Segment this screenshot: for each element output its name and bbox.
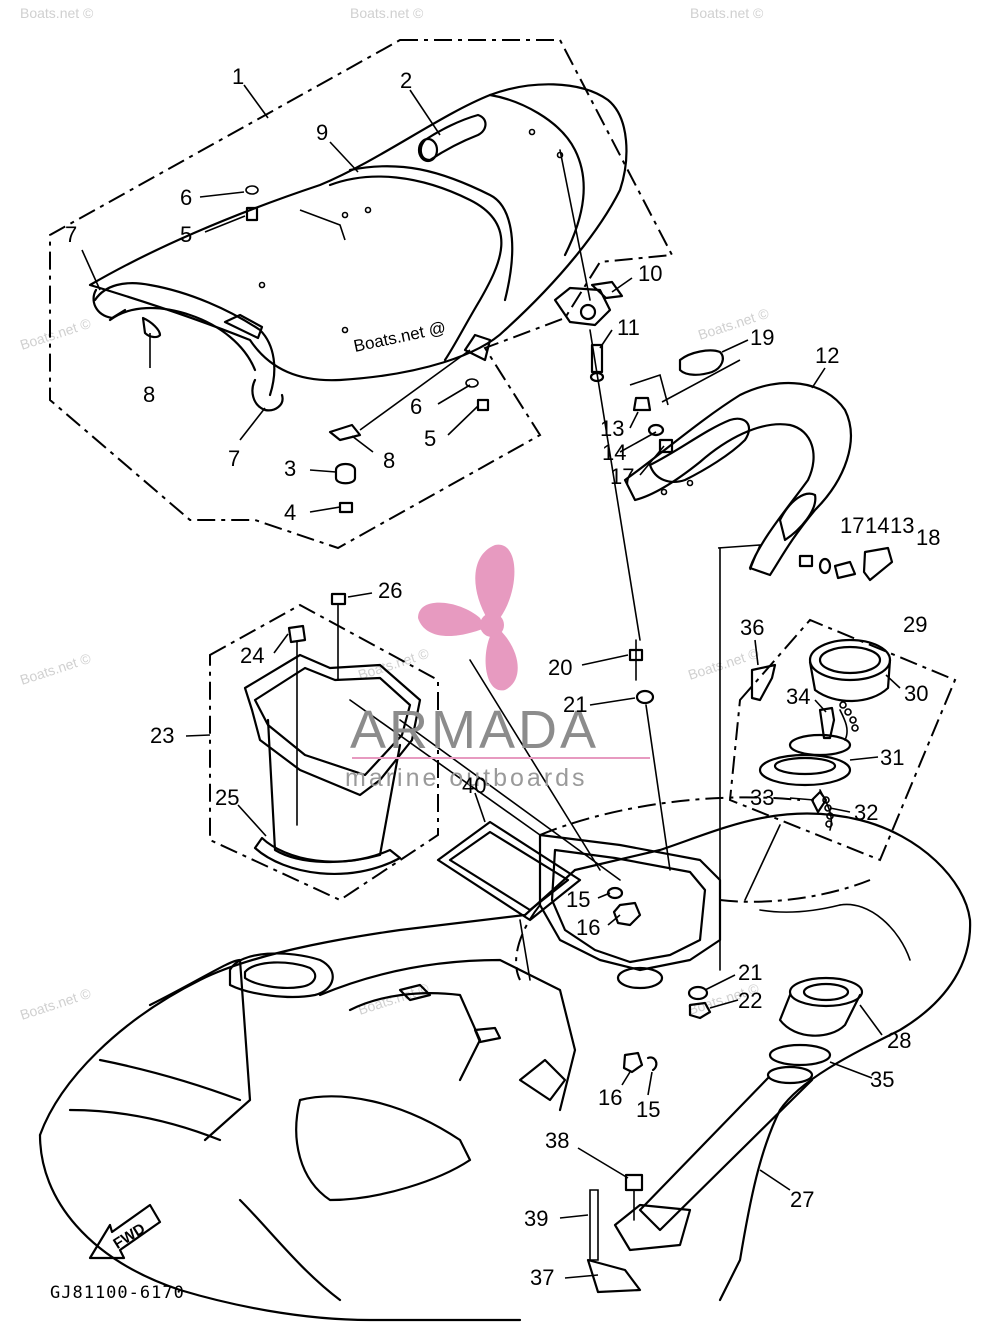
armada-logo: ARMADA marine outboards — [345, 544, 650, 792]
callout-5: 5 — [180, 222, 192, 247]
fwd-label: FWD — [110, 1220, 148, 1253]
callout-21: 21 — [563, 692, 587, 717]
callout-8: 8 — [143, 382, 155, 407]
gasket-40 — [436, 792, 582, 922]
callout-9: 9 — [316, 120, 328, 145]
callout-2: 2 — [400, 68, 412, 93]
callout-37: 37 — [530, 1265, 554, 1290]
callout-28: 28 — [887, 1028, 911, 1053]
callout-36: 36 — [740, 615, 764, 640]
callout-14: 14 — [602, 440, 626, 465]
fwd-arrow-icon: FWD — [88, 1203, 162, 1260]
watermark-boats: Boats.net © — [686, 645, 761, 683]
chain-icon — [822, 701, 859, 828]
seat-assembly-boundary — [49, 39, 674, 550]
filler-cap — [744, 638, 901, 901]
callout-18: 18 — [916, 525, 940, 550]
watermark-boats: Boats.net © — [18, 650, 93, 688]
watermark-boats: Boats.net © — [18, 315, 93, 353]
callout-26: 26 — [378, 578, 402, 603]
deck-fasteners — [597, 886, 739, 1096]
seat-body — [88, 83, 628, 514]
callout-24: 24 — [240, 643, 264, 668]
callout-33: 33 — [750, 785, 774, 810]
callout-39: 39 — [524, 1206, 548, 1231]
callout-15: 15 — [636, 1097, 660, 1122]
callout-22: 22 — [738, 988, 762, 1013]
brand-tagline: marine outboards — [345, 764, 588, 792]
callout-27: 27 — [790, 1187, 814, 1212]
callout-40: 40 — [462, 773, 486, 798]
callout-17: 17 — [610, 464, 634, 489]
callout-21: 21 — [738, 960, 762, 985]
filler-hose — [613, 976, 883, 1252]
watermark-boats: Boats.net © — [690, 5, 764, 21]
callout-13: 13 — [890, 513, 914, 538]
watermark-boats: Boats.net © — [350, 5, 424, 21]
callout-38: 38 — [545, 1128, 569, 1153]
callout-19: 19 — [750, 325, 774, 350]
propeller-icon — [418, 544, 518, 691]
watermark-boats: Boats.net © — [18, 985, 93, 1023]
callout-13: 13 — [600, 416, 624, 441]
callout-34: 34 — [786, 684, 810, 709]
callout-29: 29 — [903, 612, 927, 637]
callout-20: 20 — [548, 655, 572, 680]
storage-box — [185, 592, 422, 875]
callout-25: 25 — [215, 785, 239, 810]
connector-lines — [349, 659, 621, 981]
callout-3: 3 — [284, 456, 296, 481]
callout-16: 16 — [576, 915, 600, 940]
callout-16: 16 — [598, 1085, 622, 1110]
callout-4: 4 — [284, 500, 296, 525]
callout-8: 8 — [383, 448, 395, 473]
callout-30: 30 — [904, 681, 928, 706]
seat-hook — [553, 149, 641, 641]
callout-10: 10 — [638, 261, 662, 286]
screw-20 — [581, 639, 671, 871]
seat-leaders — [81, 84, 479, 513]
filler-cap-boundary — [728, 618, 957, 862]
callout-14: 14 — [865, 513, 889, 538]
callouts: 1 2 9 6 5 7 8 7 8 3 4 6 5 10 11 19 12 13… — [65, 64, 940, 1290]
callout-23: 23 — [150, 723, 174, 748]
callout-6: 6 — [180, 185, 192, 210]
watermark-boats-center: Boats.net @ — [352, 318, 448, 356]
brand-name: ARMADA — [350, 700, 599, 760]
storage-box-boundary — [209, 603, 439, 902]
lower-fasteners — [559, 1147, 644, 1294]
callout-11: 11 — [617, 315, 640, 340]
callout-32: 32 — [854, 800, 878, 825]
callout-7: 7 — [65, 222, 77, 247]
callout-5: 5 — [424, 426, 436, 451]
callout-7: 7 — [228, 446, 240, 471]
callout-1: 1 — [232, 64, 244, 89]
callout-12: 12 — [815, 343, 839, 368]
callout-6: 6 — [410, 394, 422, 419]
callout-15: 15 — [566, 887, 590, 912]
diagram-code: GJ81100-6170 — [50, 1283, 185, 1303]
callout-31: 31 — [880, 745, 904, 770]
callout-35: 35 — [870, 1067, 894, 1092]
hull-deck — [38, 796, 972, 1322]
watermarks: Boats.net © Boats.net © Boats.net © Boat… — [18, 5, 771, 1023]
callout-17: 17 — [840, 513, 864, 538]
watermark-boats: Boats.net © — [20, 5, 94, 21]
